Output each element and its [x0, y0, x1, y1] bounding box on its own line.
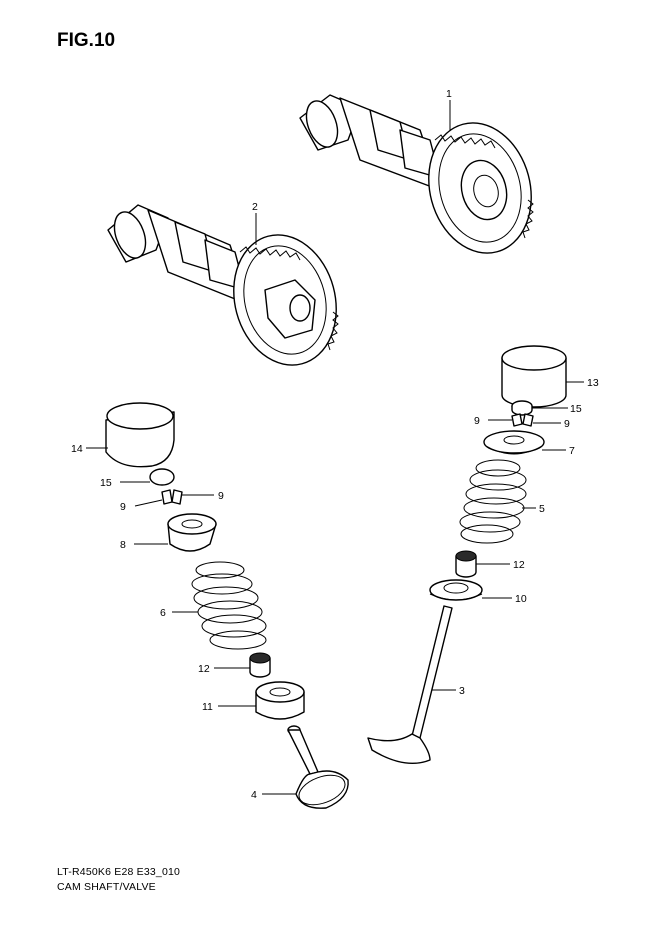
callout-9d: 9 [564, 418, 570, 430]
callout-12b: 12 [513, 559, 525, 571]
spring-seat-part [429, 579, 483, 601]
spring-seat-part [255, 681, 305, 720]
callout-8: 8 [120, 539, 126, 551]
valve-cotter-part [161, 489, 183, 505]
callout-14: 14 [71, 443, 83, 455]
exhaust-valve-part [367, 605, 453, 764]
figure-title: FIG.10 [57, 30, 116, 51]
callout-6: 6 [160, 607, 166, 619]
callout-3: 3 [459, 685, 465, 697]
callout-12a: 12 [198, 663, 210, 675]
valve-cotter-part [511, 413, 534, 427]
shim-part [511, 400, 533, 416]
tappet-part [105, 402, 175, 468]
callout-11: 11 [202, 701, 213, 713]
intake-valve-part [287, 725, 349, 809]
group-name: CAM SHAFT/VALVE [57, 881, 156, 893]
valve-spring-part [191, 561, 267, 650]
spring-retainer-part [167, 513, 217, 552]
callout-13: 13 [587, 377, 599, 389]
callout-9b: 9 [218, 490, 224, 502]
callout-10: 10 [515, 593, 527, 605]
leader-line [134, 499, 163, 507]
callout-5: 5 [539, 503, 545, 515]
valve-stem-seal-part [249, 652, 271, 678]
callout-9c: 9 [474, 415, 480, 427]
valve-spring-part [459, 459, 527, 544]
callout-2: 2 [252, 201, 258, 213]
shim-part [149, 468, 175, 486]
camshaft-exhaust-part [299, 94, 534, 254]
callout-7: 7 [569, 445, 575, 457]
tappet-part [501, 345, 567, 408]
camshaft-intake-part [107, 204, 339, 366]
valve-stem-seal-part [455, 550, 477, 578]
callout-9a: 9 [120, 501, 126, 513]
spring-retainer-part [483, 430, 545, 455]
callout-15b: 15 [570, 403, 582, 415]
callout-1: 1 [446, 88, 452, 100]
callout-15a: 15 [100, 477, 112, 489]
callout-4: 4 [251, 789, 257, 801]
model-code: LT-R450K6 E28 E33_010 [57, 866, 181, 878]
